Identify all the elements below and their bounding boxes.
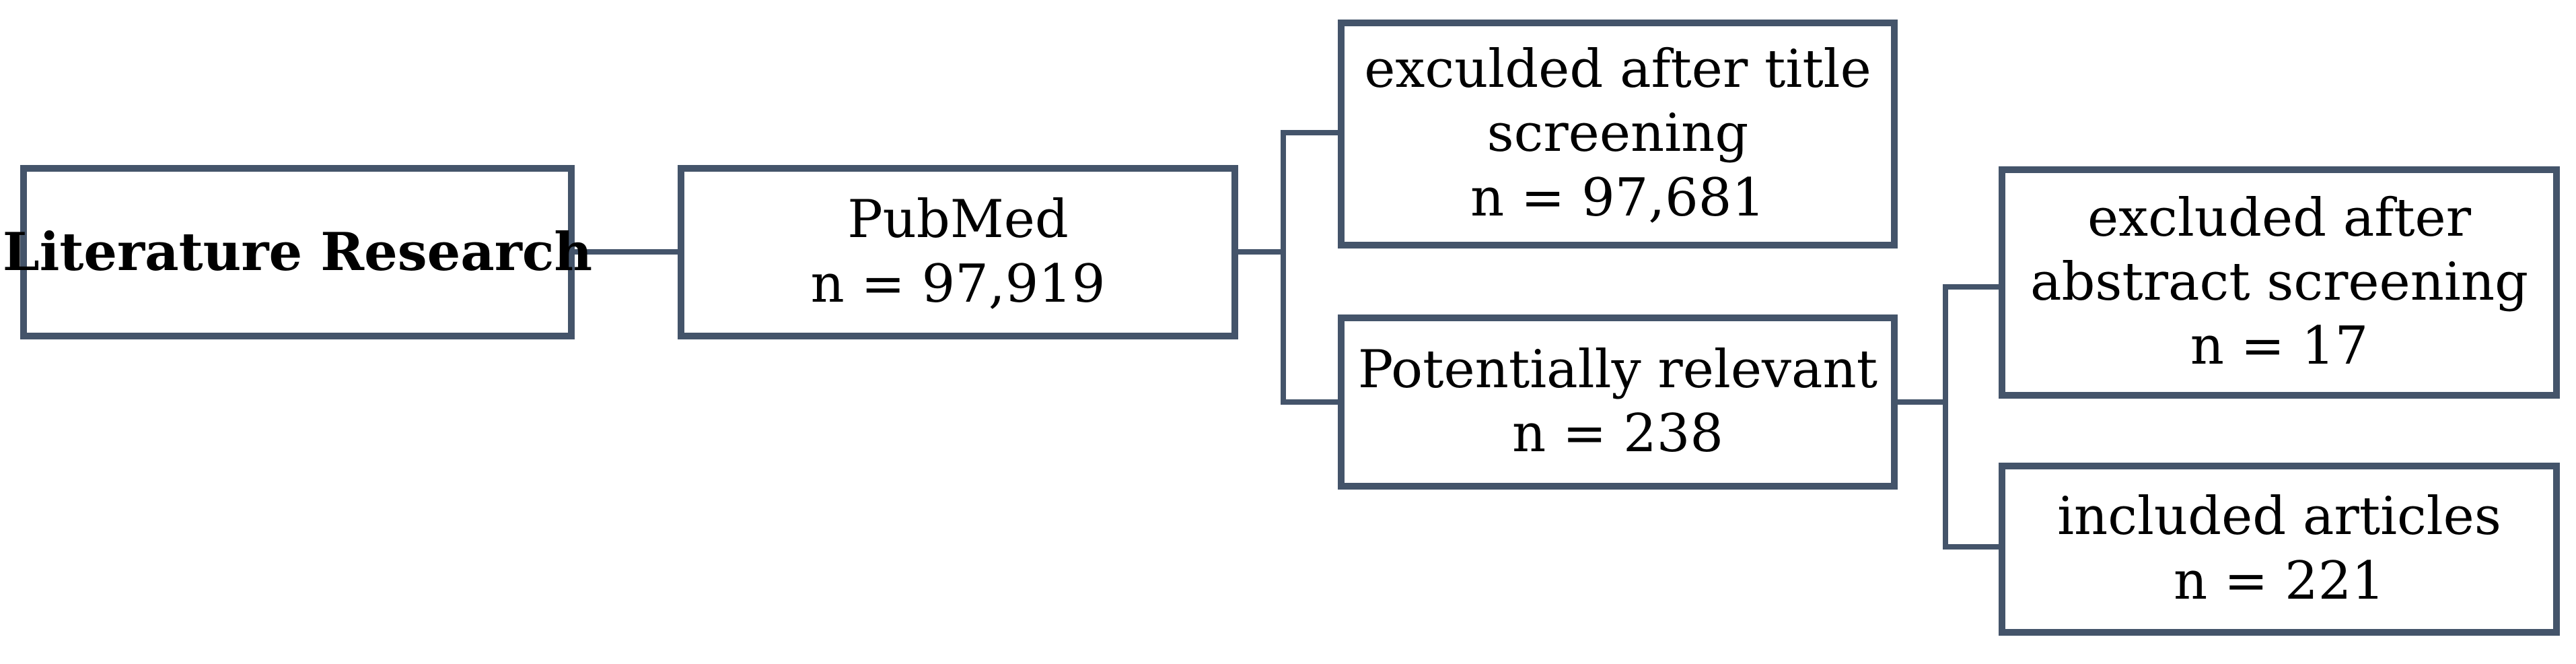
literature-research-box: Literature Research	[3, 165, 592, 339]
potentially-relevant-count: n = 238	[1511, 403, 1724, 464]
connector-pubmed-stub	[1235, 249, 1286, 255]
excluded-abstract-box: excluded after abstract screening n = 17	[1999, 166, 2560, 399]
included-articles-box: included articles n = 221	[1999, 463, 2560, 636]
pubmed-label: PubMed	[847, 189, 1069, 251]
excluded-abstract-count: n = 17	[2190, 316, 2369, 377]
excluded-title-label-line2: screening	[1487, 103, 1749, 164]
connector-branch2-vertical	[1943, 284, 1948, 550]
literature-research-label: Literature Research	[2, 221, 593, 283]
potentially-relevant-label: Potentially relevant	[1357, 339, 1878, 400]
excluded-title-count: n = 97,681	[1470, 167, 1766, 228]
pubmed-box: PubMed n = 97,919	[678, 165, 1238, 339]
excluded-title-box: exculded after title screening n = 97,68…	[1338, 20, 1898, 248]
excluded-title-label-line1: exculded after title	[1364, 39, 1871, 100]
connector-branch1-vertical	[1281, 130, 1286, 405]
excluded-abstract-label-line2: abstract screening	[2030, 251, 2529, 312]
excluded-abstract-label-line1: excluded after	[2087, 187, 2471, 248]
connector-relevant-stub	[1894, 399, 1948, 405]
included-articles-count: n = 221	[2173, 550, 2386, 611]
connector-to-excluded-title	[1281, 130, 1341, 135]
included-articles-label: included articles	[2057, 486, 2501, 547]
potentially-relevant-box: Potentially relevant n = 238	[1338, 314, 1898, 490]
pubmed-count: n = 97,919	[810, 253, 1106, 314]
connector-research-to-pubmed	[571, 249, 681, 255]
connector-to-potentially-relevant	[1281, 399, 1341, 405]
connector-to-included-articles	[1943, 544, 2002, 550]
connector-to-excluded-abstract	[1943, 284, 2002, 290]
